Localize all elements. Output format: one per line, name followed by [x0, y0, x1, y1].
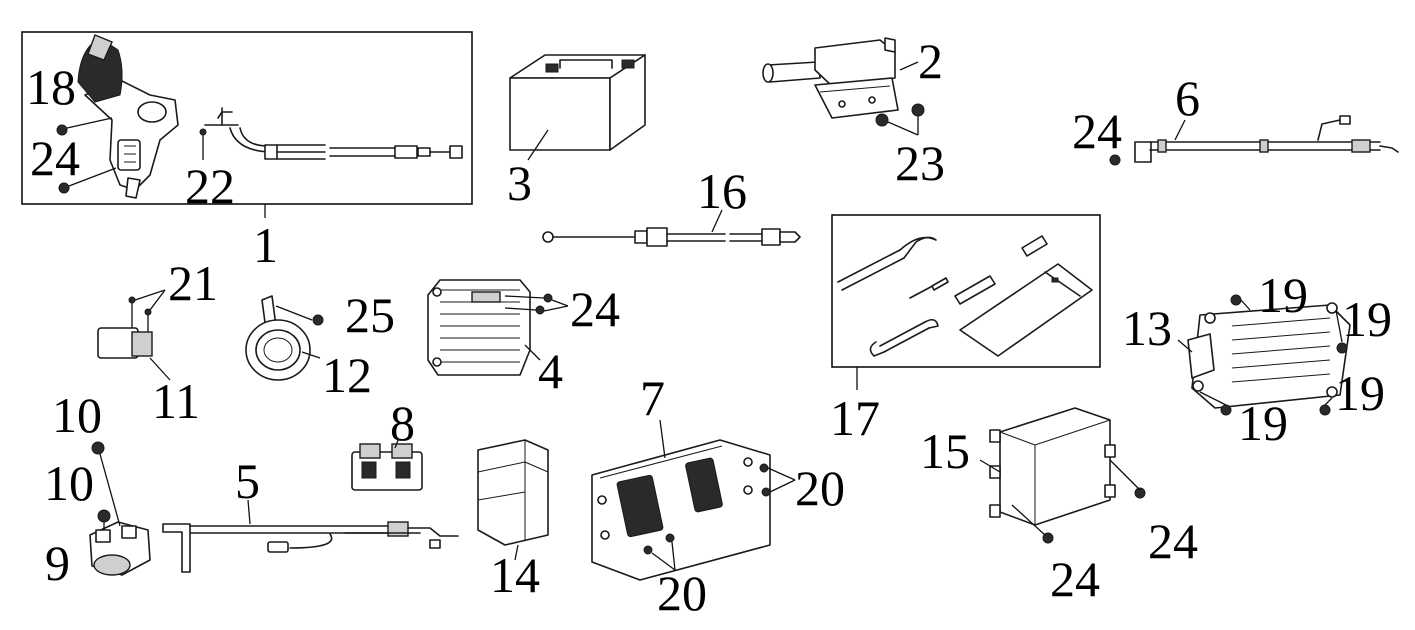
callout-4: 4 [538, 343, 563, 399]
callout-8: 8 [390, 395, 415, 451]
callout-24-regulator: 24 [570, 281, 620, 337]
callout-2: 2 [918, 33, 943, 89]
part-4-regulator-rectifier [427, 279, 569, 376]
callout-24-module-bottom: 24 [1050, 551, 1100, 607]
part-2-ignition-coil [762, 37, 925, 136]
callout-17: 17 [830, 390, 880, 446]
part-3-battery [509, 54, 646, 161]
part-16-cable [542, 209, 801, 247]
part-15-control-module [979, 407, 1146, 544]
callout-21: 21 [168, 255, 218, 311]
callout-11: 11 [152, 373, 200, 429]
part-5-wiring-harness [162, 499, 459, 573]
callout-20-lower: 20 [657, 565, 707, 621]
callout-3: 3 [507, 155, 532, 211]
part-1-ignition-switch-assembly [21, 31, 473, 218]
callout-labels: 1 2 3 4 5 6 7 8 9 10 10 11 12 13 14 15 1… [26, 33, 1392, 621]
part-7-control-unit [591, 419, 796, 581]
callout-24-harness: 24 [1072, 103, 1122, 159]
callout-5: 5 [235, 453, 260, 509]
callout-16: 16 [697, 163, 747, 219]
callout-20-upper: 20 [795, 460, 845, 516]
part-9-starter-relay [89, 441, 151, 576]
callout-7: 7 [640, 370, 665, 426]
callout-22: 22 [185, 158, 235, 214]
callout-6: 6 [1175, 70, 1200, 126]
callout-10-lower: 10 [44, 455, 94, 511]
callout-19-top: 19 [1258, 267, 1308, 323]
callout-15: 15 [920, 423, 970, 479]
part-12-horn [245, 295, 324, 381]
part-17-tool-kit [831, 214, 1101, 390]
callout-23: 23 [895, 135, 945, 191]
part-8-fuse-box [351, 439, 423, 491]
callout-14: 14 [490, 547, 540, 603]
part-13-electronic-module [1177, 294, 1351, 416]
callout-24-module-right: 24 [1148, 513, 1198, 569]
callout-19-bottom: 19 [1238, 395, 1288, 451]
callout-13: 13 [1122, 300, 1172, 356]
callout-12: 12 [322, 347, 372, 403]
part-14-relay [477, 439, 549, 561]
callout-1: 1 [253, 217, 278, 273]
callout-19-right-top: 19 [1342, 291, 1392, 347]
callout-18: 18 [26, 59, 76, 115]
callout-19-right-bottom: 19 [1335, 365, 1385, 421]
callout-10-upper: 10 [52, 387, 102, 443]
callout-25: 25 [345, 287, 395, 343]
callout-9: 9 [45, 535, 70, 591]
part-6-wiring-harness [1109, 115, 1399, 166]
callout-24-switch: 24 [30, 130, 80, 186]
part-11-relay [97, 289, 171, 381]
